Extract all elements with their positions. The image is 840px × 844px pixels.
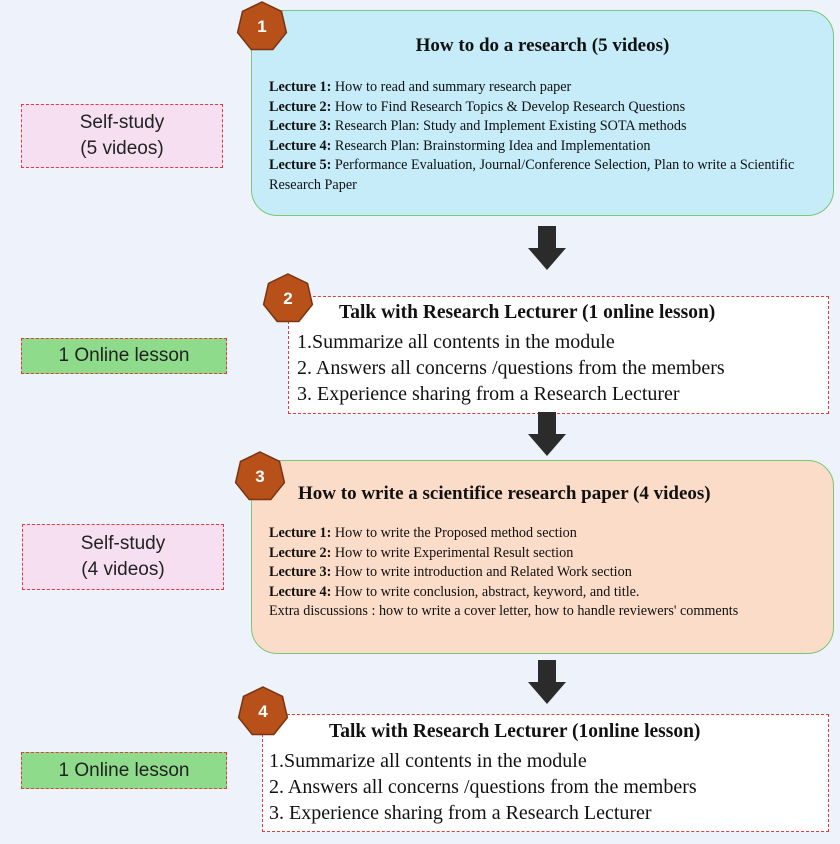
lecture-item: Lecture 5: Performance Evaluation, Journ… <box>269 157 795 193</box>
step-3-tag: Self-study (4 videos) <box>22 524 224 590</box>
heptagon-shape <box>236 1 288 51</box>
extra-discussion: Extra discussions : how to write a cover… <box>269 603 739 620</box>
heptagon-icon <box>237 686 289 736</box>
step-4-number: 4 <box>258 702 268 721</box>
step-2-points: 1.Summarize all contents in the module 2… <box>297 329 725 407</box>
step-1-number: 1 <box>257 17 267 36</box>
lecture-item: Lecture 3: Research Plan: Study and Impl… <box>269 118 687 135</box>
step-1-tag: Self-study (5 videos) <box>21 104 223 168</box>
step-3-number: 3 <box>255 467 265 486</box>
point-item: 1.Summarize all contents in the module <box>297 331 615 353</box>
step-4-box: Talk with Research Lecturer (1online les… <box>262 714 829 832</box>
lecture-item: Lecture 4: How to write conclusion, abst… <box>269 583 640 600</box>
step-4-badge: 4 <box>236 685 290 739</box>
lecture-item: Lecture 2: How to write Experimental Res… <box>269 544 574 561</box>
step-1-title: How to do a research (5 videos) <box>415 35 670 56</box>
down-arrow-icon <box>528 226 566 270</box>
arrow-shape <box>528 226 566 270</box>
down-arrow-icon <box>528 660 566 704</box>
point-item: 3. Experience sharing from a Research Le… <box>297 383 680 405</box>
point-item: 3. Experience sharing from a Research Le… <box>269 802 652 824</box>
step-4-tag: 1 Online lesson <box>21 752 227 789</box>
point-item: 2. Answers all concerns /questions from … <box>269 776 697 798</box>
step-2-box: Talk with Research Lecturer (1 online le… <box>288 296 829 414</box>
step-3-lectures: Lecture 1: How to write the Proposed met… <box>269 524 799 622</box>
step-4-title: Talk with Research Lecturer (1online les… <box>329 721 701 742</box>
step-2-tag: 1 Online lesson <box>21 338 227 374</box>
step-3-badge: 3 <box>233 450 287 504</box>
heptagon-icon <box>236 1 288 51</box>
step-2-number: 2 <box>283 289 293 308</box>
lecture-item: Lecture 4: Research Plan: Brainstorming … <box>269 137 651 154</box>
heptagon-shape <box>262 273 314 323</box>
lecture-item: Lecture 1: How to read and summary resea… <box>269 79 572 95</box>
lecture-item: Lecture 2: How to Find Research Topics &… <box>269 98 686 115</box>
step-1-lectures: Lecture 1: How to read and summary resea… <box>269 78 824 196</box>
step-4-points: 1.Summarize all contents in the module 2… <box>269 748 697 826</box>
point-item: 2. Answers all concerns /questions from … <box>297 357 725 379</box>
arrow-shape <box>528 412 566 456</box>
heptagon-shape <box>237 686 289 736</box>
heptagon-icon <box>234 451 286 501</box>
down-arrow-icon <box>528 412 566 456</box>
arrow-shape <box>528 660 566 704</box>
step-2-title: Talk with Research Lecturer (1 online le… <box>339 302 716 323</box>
step-3-title: How to write a scientifice research pape… <box>298 483 711 504</box>
point-item: 1.Summarize all contents in the module <box>269 750 587 772</box>
step-1-box: How to do a research (5 videos) Lecture … <box>251 10 834 216</box>
heptagon-shape <box>234 451 286 501</box>
lecture-item: Lecture 1: How to write the Proposed met… <box>269 525 577 541</box>
lecture-item: Lecture 3: How to write introduction and… <box>269 564 632 581</box>
heptagon-icon <box>262 273 314 323</box>
step-1-badge: 1 <box>235 0 289 54</box>
step-2-badge: 2 <box>261 272 315 326</box>
step-3-box: How to write a scientifice research pape… <box>251 460 834 654</box>
